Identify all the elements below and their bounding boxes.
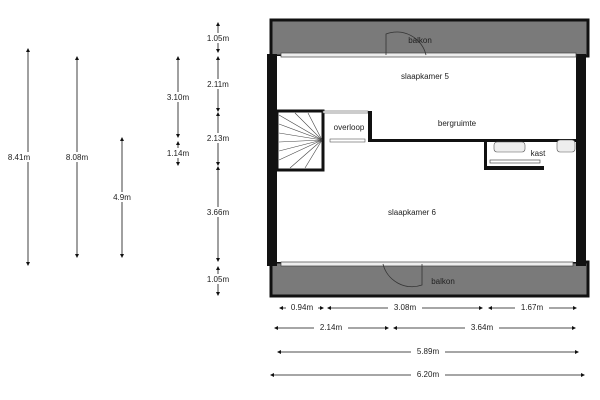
interior: [276, 56, 578, 262]
stairs-icon: [278, 112, 323, 169]
dim-5-89: 5.89m: [417, 347, 440, 356]
dim-8-41: 8.41m: [8, 153, 31, 162]
dim-1-67: 1.67m: [521, 303, 544, 312]
dim-seg-3: 2.13m: [207, 134, 230, 143]
overloop-door-bottom: [329, 138, 366, 143]
dim-seg-2: 2.11m: [207, 80, 229, 89]
balcony-bottom: [269, 260, 590, 298]
door-top: [385, 31, 427, 56]
room-label-bergruimte: bergruimte: [438, 119, 477, 128]
dim-6-20: 6.20m: [417, 370, 440, 379]
dim-0-94: 0.94m: [291, 303, 314, 312]
bergruimte-wall: [372, 139, 577, 142]
horizontal-dimensions: 0.94m 3.08m 1.67m 2.14m 3.64m 5.89m 6.20…: [270, 302, 585, 379]
dim-2-14: 2.14m: [320, 323, 343, 332]
dim-seg-1: 1.05m: [207, 34, 230, 43]
room-label-balkon-bottom: balkon: [431, 277, 455, 286]
toilet-icon: [556, 139, 576, 153]
overloop-wall: [368, 111, 372, 142]
dim-3-64: 3.64m: [471, 323, 494, 332]
dim-8-08: 8.08m: [66, 153, 89, 162]
room-label-overloop: overloop: [334, 123, 365, 132]
room-label-slaapkamer-5: slaapkamer 5: [401, 72, 450, 81]
vertical-dimensions: 8.41m 8.08m 4.9m 3.10m 1.14m 1.05m 2.11m…: [4, 22, 235, 296]
window-bottom: [280, 261, 574, 267]
dim-seg-5: 1.05m: [207, 275, 230, 284]
room-label-balkon-top: balkon: [408, 36, 432, 45]
dim-1-14: 1.14m: [167, 149, 190, 158]
wall-right: [576, 54, 586, 266]
wall-left: [267, 54, 277, 266]
dim-seg-4: 3.66m: [207, 208, 230, 217]
dim-3-10: 3.10m: [167, 93, 190, 102]
dim-3-08: 3.08m: [394, 303, 417, 312]
sink-icon: [493, 141, 526, 153]
dim-4-9: 4.9m: [113, 193, 131, 202]
kast-shelf: [489, 159, 541, 164]
kast-wall-bottom: [484, 166, 544, 170]
room-label-slaapkamer-6: slaapkamer 6: [388, 208, 437, 217]
door-bottom: [382, 263, 423, 288]
room-label-kast: kast: [531, 149, 546, 158]
kast-wall-left: [484, 142, 487, 169]
overloop-door-top: [322, 110, 369, 114]
window-top: [280, 52, 577, 58]
